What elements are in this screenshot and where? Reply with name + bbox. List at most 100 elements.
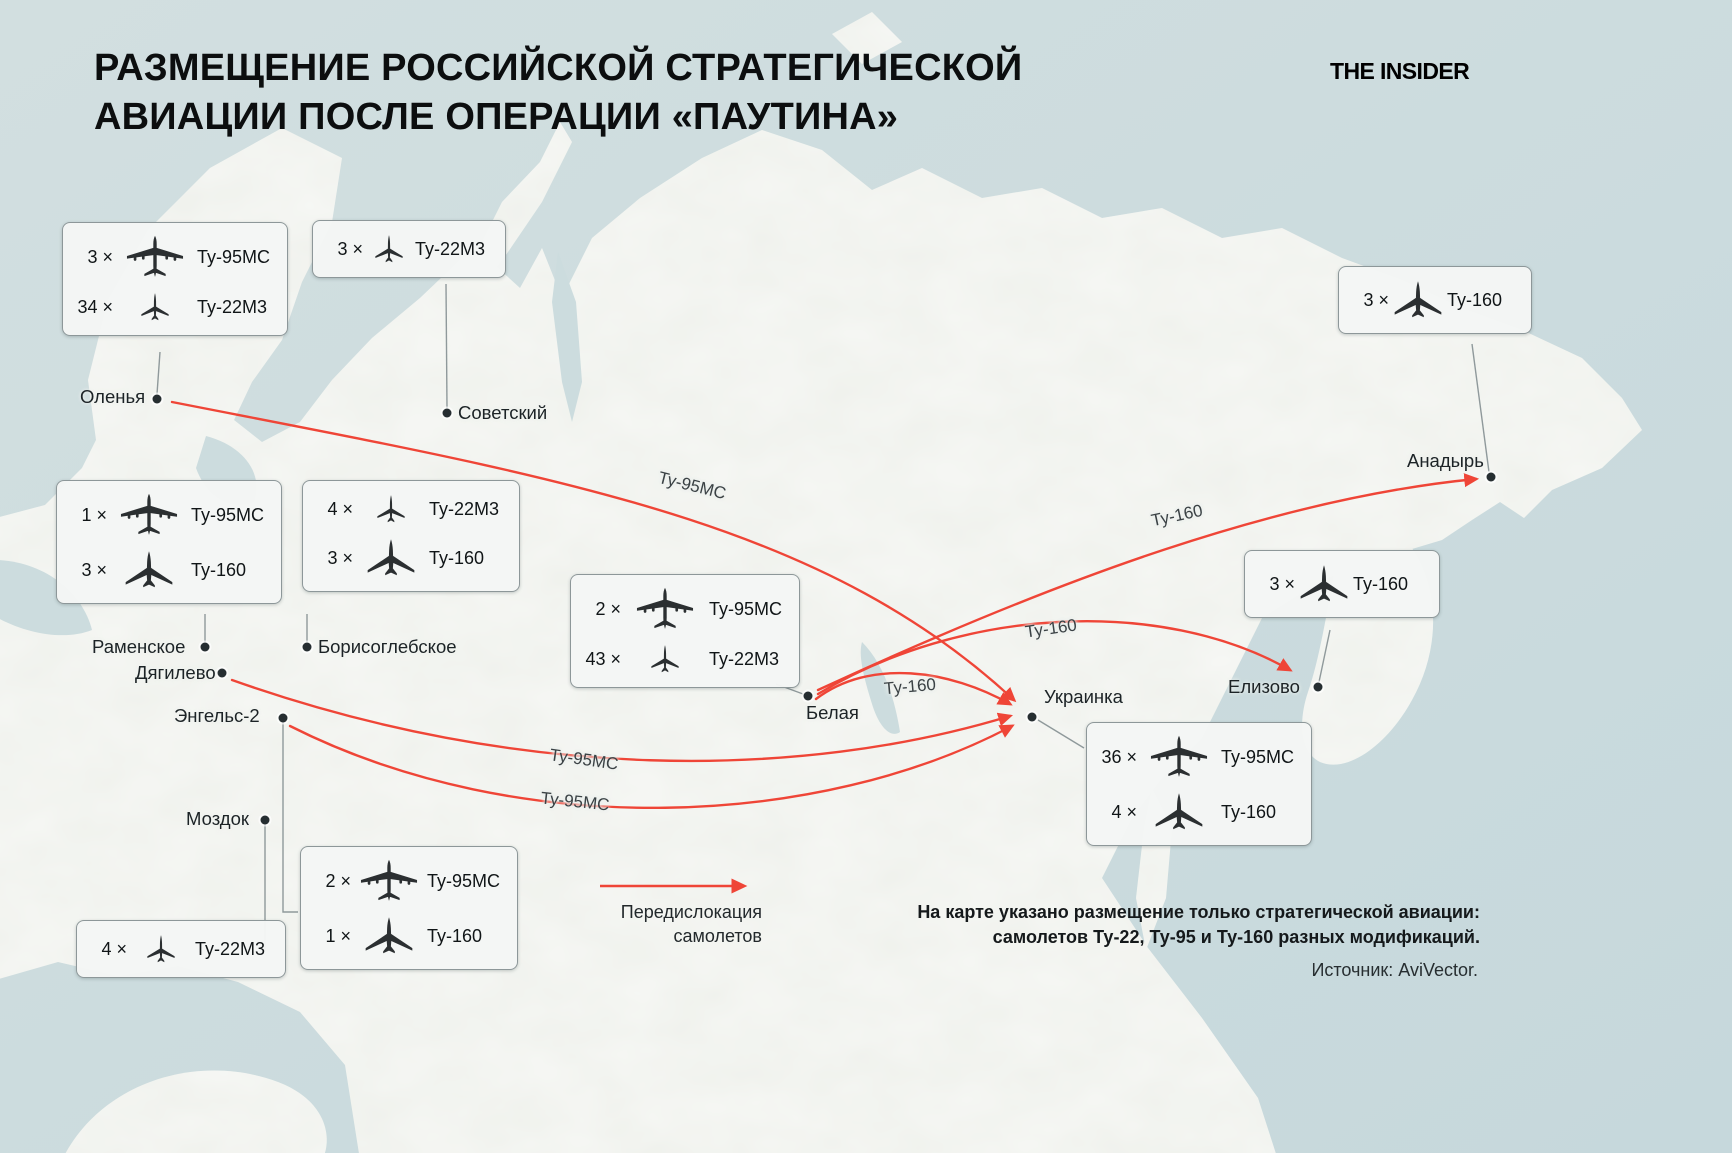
city-label-sovetsky: Советский — [458, 402, 548, 423]
tu-22m3-icon — [117, 290, 193, 324]
city-label-ramenskoye: Раменское — [92, 636, 186, 657]
city-dot-mozdok — [260, 815, 270, 825]
callout-belaya: 2 × Ту-95МС 43 × Ту-22М3 — [570, 574, 800, 688]
aircraft-type-label: Ту-160 — [191, 559, 247, 580]
aircraft-count: 3 × — [1363, 289, 1389, 310]
aircraft-type-label: Ту-95МС — [709, 598, 782, 619]
aircraft-row: 43 × Ту-22М3 — [583, 637, 787, 681]
map-note: На карте указано размещение только страт… — [860, 900, 1480, 950]
aircraft-count: 4 × — [101, 938, 127, 959]
tu-22m3-icon — [131, 932, 191, 966]
page-title-line2: АВИАЦИИ ПОСЛЕ ОПЕРАЦИИ «ПАУТИНА» — [94, 96, 899, 139]
aircraft-count: 2 × — [595, 598, 621, 619]
aircraft-row: 2 × Ту-95МС — [583, 581, 787, 637]
aircraft-type-label: Ту-160 — [1353, 573, 1409, 594]
map-note-line2: самолетов Ту-22, Ту-95 и Ту-160 разных м… — [992, 927, 1480, 948]
aircraft-count: 3 × — [1269, 573, 1295, 594]
aircraft-type-label: Ту-95МС — [427, 870, 500, 891]
city-dot-sovetsky — [442, 408, 452, 418]
callout-engels2: 2 × Ту-95МС 1 × Ту-160 — [300, 846, 518, 970]
aircraft-row: 3 × Ту-160 — [1351, 273, 1519, 327]
city-dot-yelizovo — [1313, 682, 1323, 692]
callout-ramenskoye: 1 × Ту-95МС 3 × Ту-160 — [56, 480, 282, 604]
tu-95ms-icon — [355, 858, 423, 904]
aircraft-type-label: Ту-22М3 — [415, 238, 486, 259]
tu-160-icon — [1299, 562, 1349, 606]
source-credit: Источник: AviVector. — [1311, 960, 1478, 980]
city-label-ukrainka: Украинка — [1044, 686, 1123, 707]
arrow-belaya-ukrainka — [814, 671, 1013, 706]
city-label-engels2: Энгельс-2 — [174, 705, 260, 726]
aircraft-row: 3 × Ту-160 — [69, 543, 269, 597]
aircraft-row: 1 × Ту-160 — [313, 909, 505, 963]
aircraft-row: 3 × Ту-160 — [1257, 557, 1427, 611]
aircraft-row: 34 × Ту-22М3 — [75, 285, 275, 329]
aircraft-count: 3 × — [327, 547, 353, 568]
aircraft-count: 2 × — [325, 870, 351, 891]
aircraft-type-label: Ту-160 — [427, 925, 483, 946]
city-label-dyagilevo: Дягилево — [135, 662, 216, 683]
city-label-anadyr: Анадырь — [1407, 450, 1484, 471]
city-dot-anadyr — [1486, 472, 1496, 482]
tu-160-icon — [357, 536, 425, 580]
map-note-line1: На карте указано размещение только страт… — [917, 902, 1480, 922]
tu-160-icon — [111, 548, 187, 592]
aircraft-type-label: Ту-22М3 — [195, 938, 266, 959]
page-title-line1: РАЗМЕЩЕНИЕ РОССИЙСКОЙ СТРАТЕГИЧЕСКОЙ — [94, 47, 1023, 89]
aircraft-row: 1 × Ту-95МС — [69, 487, 269, 543]
brand-logo: THE INSIDER — [1330, 58, 1470, 84]
callout-olenya: 3 × Ту-95МС 34 × Ту-22М3 — [62, 222, 288, 336]
aircraft-type-label: Ту-22М3 — [709, 648, 780, 669]
aircraft-count: 4 × — [327, 498, 353, 519]
aircraft-count: 43 × — [585, 648, 621, 669]
aircraft-count: 36 × — [1101, 746, 1137, 767]
aircraft-type-label: Ту-160 — [1221, 801, 1277, 822]
city-dot-dyagilevo — [217, 668, 227, 678]
aircraft-type-label: Ту-160 — [429, 547, 485, 568]
city-dot-belaya — [803, 691, 813, 701]
legend-label: Передислокация самолетов — [620, 902, 762, 947]
aircraft-row: 4 × Ту-160 — [1099, 785, 1299, 839]
aircraft-type-label: Ту-95МС — [1221, 746, 1294, 767]
aircraft-count: 34 × — [77, 296, 113, 317]
aircraft-type-label: Ту-95МС — [197, 246, 270, 267]
city-label-mozdok: Моздок — [186, 808, 249, 829]
aircraft-row: 3 × Ту-95МС — [75, 229, 275, 285]
arrow-dyagilevo-ukrainka — [230, 678, 1013, 763]
tu-160-icon — [355, 914, 423, 958]
arrow-belaya-anadyr — [816, 473, 1480, 692]
tu-22m3-icon — [625, 642, 705, 676]
aircraft-type-label: Ту-95МС — [191, 504, 264, 525]
tu-95ms-icon — [111, 492, 187, 538]
arrow-engels-ukrainka — [288, 724, 1015, 809]
aircraft-count: 3 × — [87, 246, 113, 267]
aircraft-row: 4 × Ту-22М3 — [315, 487, 507, 531]
callout-mozdok: 4 × Ту-22М3 — [76, 920, 286, 978]
aircraft-count: 4 × — [1111, 801, 1137, 822]
city-dot-engels2 — [278, 713, 288, 723]
callout-borisoglebskoye: 4 × Ту-22М3 3 × Ту-160 — [302, 480, 520, 592]
city-dot-olenya — [152, 394, 162, 404]
aircraft-row: 3 × Ту-160 — [315, 531, 507, 585]
city-dot-borisoglebskoye — [302, 642, 312, 652]
tu-22m3-icon — [357, 492, 425, 526]
arrow-belaya-yelizovo — [816, 620, 1293, 696]
arrow-olenya-ukrainka — [170, 400, 1017, 703]
relocation-arrows — [170, 400, 1480, 809]
city-dot-ramenskoye — [200, 642, 210, 652]
aircraft-count: 3 × — [81, 559, 107, 580]
tu-22m3-icon — [367, 232, 411, 266]
city-dot-ukrainka — [1027, 712, 1037, 722]
tu-160-icon — [1393, 278, 1443, 322]
aircraft-type-label: Ту-22М3 — [197, 296, 268, 317]
aircraft-type-label: Ту-160 — [1447, 289, 1503, 310]
aircraft-type-label: Ту-22М3 — [429, 498, 500, 519]
page-title: РАЗМЕЩЕНИЕ РОССИЙСКОЙ СТРАТЕГИЧЕСКОЙ АВИ… — [94, 44, 1022, 143]
callout-ukrainka: 36 × Ту-95МС 4 × Ту-160 — [1086, 722, 1312, 846]
callout-anadyr: 3 × Ту-160 — [1338, 266, 1532, 334]
aircraft-count: 1 × — [325, 925, 351, 946]
aircraft-count: 1 × — [81, 504, 107, 525]
callout-sovetsky: 3 × Ту-22М3 — [312, 220, 506, 278]
